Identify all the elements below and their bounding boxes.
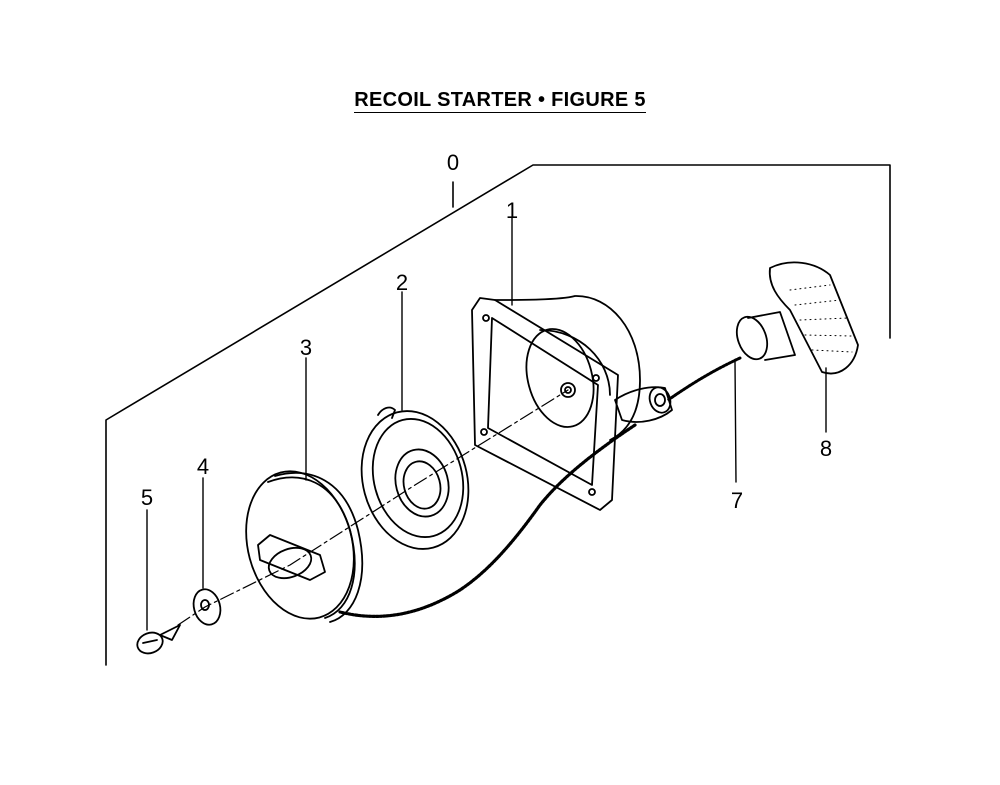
assembly-axis	[177, 389, 569, 626]
callout-8: 8	[820, 436, 832, 461]
assembly-bracket	[105, 164, 891, 666]
callout-0: 0	[447, 150, 459, 175]
callout-4: 4	[197, 454, 209, 479]
recoil-spring	[360, 406, 470, 550]
callout-1: 1	[506, 198, 518, 223]
callout-7: 7	[731, 488, 743, 513]
starter-rope	[338, 356, 742, 618]
callout-2: 2	[396, 270, 408, 295]
starter-housing	[471, 295, 673, 511]
washer	[192, 588, 222, 626]
screw	[136, 624, 181, 655]
callout-5: 5	[141, 485, 153, 510]
callout-3: 3	[300, 335, 312, 360]
figure-title-text: RECOIL STARTER • FIGURE 5	[354, 89, 646, 113]
starter-handle	[735, 261, 859, 375]
figure-title: RECOIL STARTER • FIGURE 5	[0, 89, 1000, 113]
leader-lines	[146, 217, 827, 631]
starter-reel	[245, 470, 364, 623]
